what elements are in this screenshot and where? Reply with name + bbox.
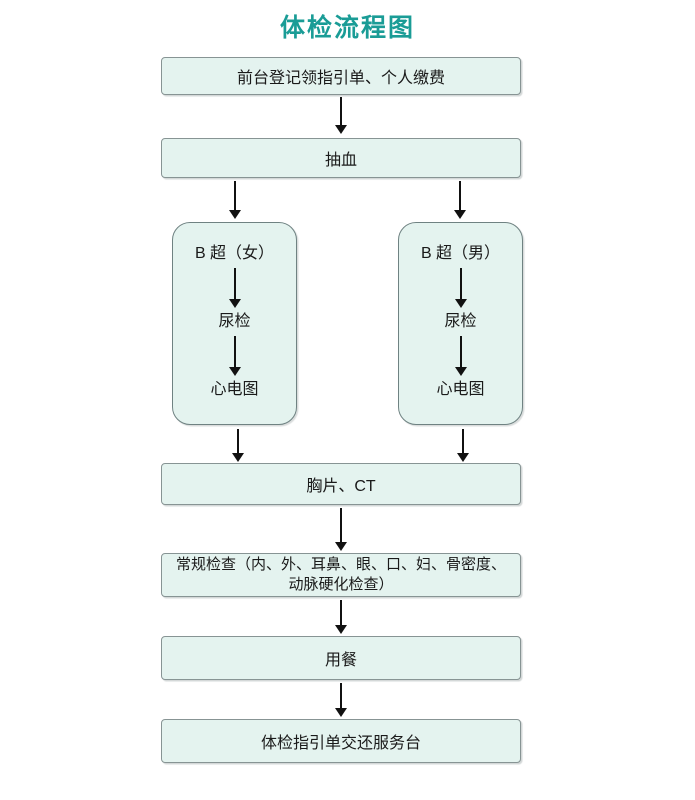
arrow-female-urine-to-ecg xyxy=(228,336,242,376)
branch-box-male: B 超（男） 尿检 心电图 xyxy=(398,222,523,425)
arrow-male-urine-to-ecg xyxy=(454,336,468,376)
arrow-head-icon xyxy=(228,299,241,308)
arrow-head-icon xyxy=(335,708,347,717)
arrow-shaft xyxy=(462,429,464,454)
arrow-shaft xyxy=(234,181,236,211)
arrow-head-icon xyxy=(454,210,466,219)
arrow-routine-to-meal xyxy=(334,600,348,634)
routine-checks-line2: 动脉硬化检查） xyxy=(288,576,394,593)
arrow-head-icon xyxy=(454,367,467,376)
arrow-head-icon xyxy=(229,210,241,219)
page-title: 体检流程图 xyxy=(279,14,415,42)
arrow-head-icon xyxy=(457,453,469,462)
arrow-blood-to-female-branch xyxy=(228,181,242,219)
arrow-male-branch-to-xray xyxy=(456,429,470,462)
arrow-head-icon xyxy=(335,125,347,134)
arrow-shaft xyxy=(459,181,461,211)
routine-checks-line1: 常规检查（内、外、耳鼻、眼、口、妇、骨密度、 xyxy=(175,556,506,573)
branch-female-urine-label: 尿检 xyxy=(218,313,251,330)
arrow-shaft xyxy=(340,600,342,626)
arrow-male-busuper-to-urine xyxy=(454,268,468,308)
arrow-head-icon xyxy=(228,367,241,376)
arrow-shaft xyxy=(459,336,462,368)
step-box-meal: 用餐 xyxy=(161,636,521,680)
arrow-xray-to-routine xyxy=(334,508,348,551)
arrow-register-to-blood xyxy=(334,97,348,134)
arrow-female-busuper-to-urine xyxy=(228,268,242,308)
step-box-routine-checks: 常规检查（内、外、耳鼻、眼、口、妇、骨密度、 动脉硬化检查） xyxy=(161,553,521,597)
arrow-head-icon xyxy=(232,453,244,462)
arrow-head-icon xyxy=(335,542,347,551)
arrow-shaft xyxy=(237,429,239,454)
arrow-shaft xyxy=(340,508,342,543)
arrow-shaft xyxy=(233,336,236,368)
branch-male-urine-label: 尿检 xyxy=(444,313,477,330)
branch-female-ecg-label: 心电图 xyxy=(210,381,259,398)
arrow-head-icon xyxy=(335,625,347,634)
arrow-meal-to-return xyxy=(334,683,348,717)
arrow-shaft xyxy=(233,268,236,300)
branch-female-busuper-label: B 超（女） xyxy=(194,245,275,262)
branch-male-busuper-label: B 超（男） xyxy=(420,245,501,262)
branch-box-female: B 超（女） 尿检 心电图 xyxy=(172,222,297,425)
branch-male-ecg-label: 心电图 xyxy=(436,381,485,398)
arrow-shaft xyxy=(340,97,342,126)
step-box-return-sheet: 体检指引单交还服务台 xyxy=(161,719,521,763)
step-box-xray-ct: 胸片、CT xyxy=(161,463,521,505)
arrow-head-icon xyxy=(454,299,467,308)
arrow-female-branch-to-xray xyxy=(231,429,245,462)
step-box-registration: 前台登记领指引单、个人缴费 xyxy=(161,57,521,95)
arrow-shaft xyxy=(340,683,342,709)
step-box-blood-draw: 抽血 xyxy=(161,138,521,178)
arrow-shaft xyxy=(459,268,462,300)
arrow-blood-to-male-branch xyxy=(453,181,467,219)
